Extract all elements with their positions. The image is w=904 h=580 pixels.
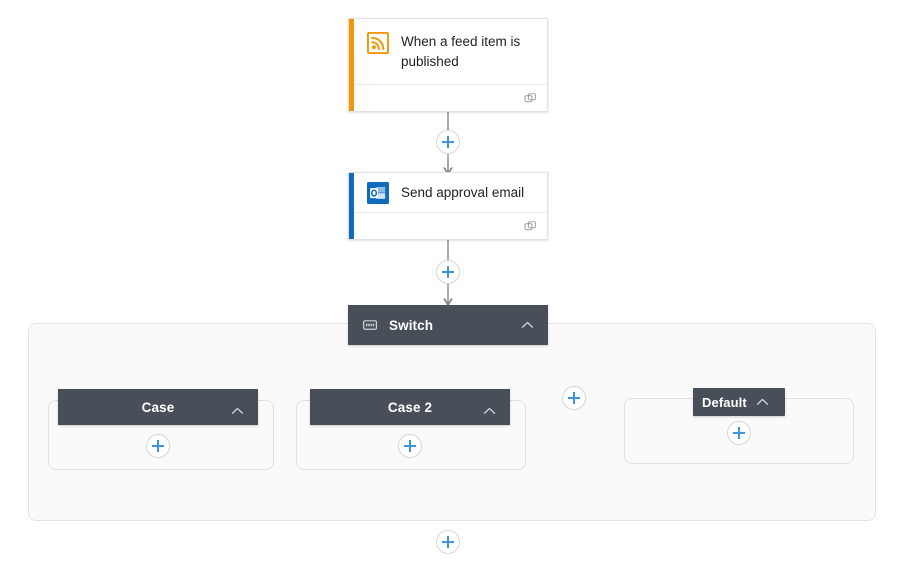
action-card-send-approval-email[interactable]: Send approval email — [348, 172, 548, 240]
add-step-after-switch-button[interactable] — [436, 530, 460, 554]
add-action-in-case-2-button[interactable] — [398, 434, 422, 458]
card-footer — [349, 84, 547, 111]
case-label: Case — [141, 399, 175, 415]
card-title: When a feed item is published — [401, 34, 521, 69]
card-title: Send approval email — [401, 184, 525, 200]
add-step-after-email-button[interactable] — [436, 260, 460, 284]
card-body: When a feed item is published — [349, 19, 547, 84]
outlook-icon — [367, 181, 389, 204]
card-accent-bar — [349, 173, 354, 239]
card-accent-bar — [349, 19, 354, 111]
add-step-after-trigger-button[interactable] — [436, 130, 460, 154]
chevron-up-icon[interactable] — [747, 398, 769, 406]
rss-icon — [367, 32, 389, 54]
switch-icon — [363, 320, 377, 330]
add-action-in-case-1-button[interactable] — [146, 434, 170, 458]
case-label: Case 2 — [387, 399, 433, 415]
case-header-default[interactable]: Default — [693, 388, 785, 416]
card-body: Send approval email — [349, 173, 547, 212]
action-card-trigger[interactable]: When a feed item is published — [348, 18, 548, 112]
switch-node-header[interactable]: Switch — [348, 305, 548, 345]
card-footer — [349, 212, 547, 239]
chevron-up-icon[interactable] — [521, 321, 534, 329]
case-header-case-2[interactable]: Case 2 — [310, 389, 510, 425]
copy-icon[interactable] — [524, 220, 537, 233]
copy-icon[interactable] — [524, 92, 537, 105]
case-label: Default — [702, 394, 747, 410]
add-action-in-default-button[interactable] — [727, 421, 751, 445]
switch-label: Switch — [389, 317, 434, 333]
case-header-case-1[interactable]: Case — [58, 389, 258, 425]
add-case-button[interactable] — [562, 386, 586, 410]
